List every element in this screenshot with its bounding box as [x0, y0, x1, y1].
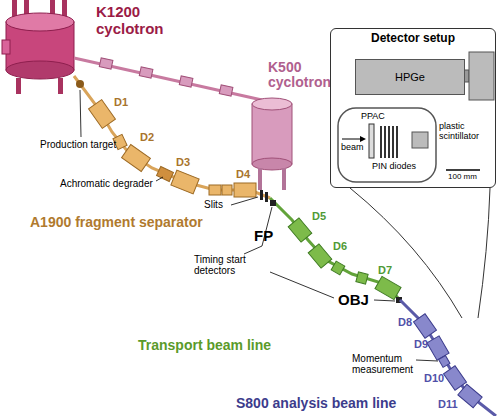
callout-line [478, 188, 490, 318]
leader-line [231, 197, 258, 205]
magnet-label: D4 [236, 168, 250, 180]
section-title: Transport beam line [138, 338, 271, 353]
k1200-cyclotron [2, 0, 74, 94]
quadrupole [222, 185, 232, 195]
dipole-magnet [308, 244, 332, 268]
dipole-magnet [234, 183, 256, 197]
quadrupole [219, 85, 233, 96]
detector-label: plastic scintillator [439, 122, 495, 142]
callout-tail [350, 188, 490, 318]
position-label: OBJ [338, 292, 369, 309]
cyclotron-top [252, 98, 292, 110]
detector-label: PIN diodes [372, 162, 416, 172]
cyclotron-leg [58, 78, 63, 94]
dipole-magnet [458, 384, 482, 408]
section-title: S800 analysis beam line [236, 396, 396, 411]
cyclotron-port [2, 40, 10, 54]
dipole-magnet [375, 276, 401, 299]
magnet-label: D11 [438, 398, 458, 410]
transport-line [270, 198, 402, 303]
pin-diode [380, 126, 382, 158]
timing-detector [270, 200, 276, 206]
target-chamber [338, 108, 436, 182]
detector-panel: Detector setupHPGe [330, 28, 496, 188]
magnet-label: D2 [140, 131, 154, 143]
magnet-label: D1 [114, 96, 128, 108]
beam-pipe [74, 58, 262, 100]
cyclotron-top [6, 13, 74, 31]
section-title: A1900 fragment separator [30, 215, 203, 230]
magnet-label: D10 [424, 372, 444, 384]
pin-diode [388, 126, 390, 158]
pin-diode [396, 126, 398, 158]
slits [265, 192, 268, 202]
cyclotron-leg [282, 168, 286, 190]
detector-setup [338, 52, 494, 182]
magnet-label: D8 [398, 316, 412, 328]
cyclotron-body [252, 104, 292, 164]
injection-line [74, 58, 262, 100]
cyclotron-base [6, 61, 74, 79]
part-label: Timing start detectors [194, 254, 266, 276]
beam-pipe [400, 300, 496, 416]
cryostat [469, 52, 494, 100]
part-label: Slits [204, 199, 223, 210]
beam-arrow [342, 139, 362, 140]
box-label: HPGe [395, 71, 425, 84]
k500-cyclotron [252, 98, 292, 190]
pin-diode [384, 126, 386, 158]
dipole-magnet [89, 100, 116, 129]
quadrupole [439, 356, 450, 368]
dipole-magnet [171, 170, 199, 194]
leader-line [374, 300, 395, 301]
leader-line [156, 177, 163, 181]
magnet-label: D5 [312, 210, 326, 222]
magnet-label: D6 [333, 240, 347, 252]
dipole-magnet [444, 366, 467, 390]
degrader [157, 167, 174, 182]
dipole-magnet [122, 145, 151, 172]
plastic-scintillator [412, 132, 428, 148]
ppac [369, 124, 374, 158]
quadrupole [356, 272, 368, 284]
leader-line [244, 246, 262, 254]
magnet-label: D7 [378, 264, 392, 276]
leader-line [270, 272, 334, 298]
panel-title: Detector setup [331, 32, 495, 46]
machine-name: K1200 cyclotron [96, 4, 176, 37]
pin-diode [392, 126, 394, 158]
quadrupole [331, 261, 345, 275]
cyclotron-leg [16, 78, 21, 94]
s800-line [400, 300, 496, 416]
leader-line [80, 90, 81, 137]
quadrupole [179, 76, 193, 87]
leader-line [416, 360, 438, 361]
part-label: Production target [40, 139, 150, 150]
part-label: Momentum measurement [352, 353, 418, 375]
detector-label: PPAC [361, 112, 385, 122]
quadrupole [139, 67, 153, 78]
quadrupole [209, 185, 221, 195]
dipole-magnet [414, 314, 437, 338]
arrowhead [360, 136, 366, 142]
slits [260, 190, 263, 200]
cyclotron-leg [258, 168, 262, 190]
detector-box: HPGe [355, 59, 465, 95]
machine-name: K500 cyclotron [268, 60, 338, 91]
scale-label: 100 mm [448, 173, 477, 182]
part-label: Achromatic degrader [60, 178, 160, 189]
magnet-label: D3 [176, 156, 190, 168]
quadrupole [99, 58, 113, 69]
dipole-magnet [288, 218, 312, 242]
production-target [76, 80, 84, 88]
detector-label: beam [341, 143, 364, 153]
magnet-label: D9 [414, 338, 428, 350]
position-label: FP [254, 228, 273, 245]
scale-bar [446, 169, 480, 171]
